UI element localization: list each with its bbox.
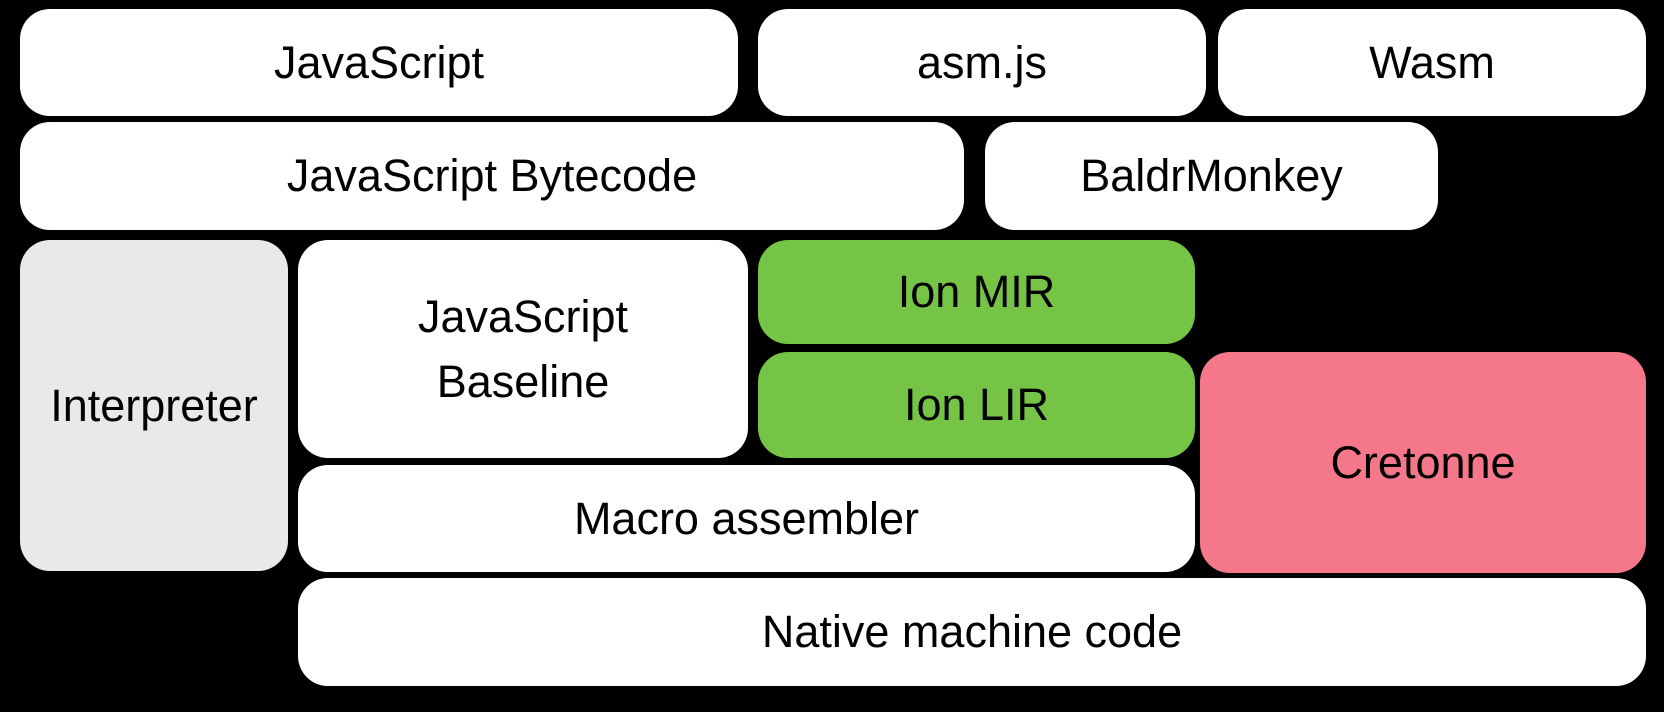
box-wasm: Wasm xyxy=(1218,9,1646,116)
box-macro-assembler: Macro assembler xyxy=(298,465,1195,572)
box-ion-lir: Ion LIR xyxy=(758,352,1195,458)
box-ion-mir: Ion MIR xyxy=(758,240,1195,344)
box-baldrmonkey: BaldrMonkey xyxy=(985,122,1438,230)
box-native-machine-code: Native machine code xyxy=(298,578,1646,686)
box-cretonne: Cretonne xyxy=(1200,352,1646,573)
box-javascript-baseline: JavaScript Baseline xyxy=(298,240,748,458)
box-interpreter: Interpreter xyxy=(20,240,288,571)
box-asmjs: asm.js xyxy=(758,9,1206,116)
box-javascript-bytecode: JavaScript Bytecode xyxy=(20,122,964,230)
box-javascript: JavaScript xyxy=(20,9,738,116)
